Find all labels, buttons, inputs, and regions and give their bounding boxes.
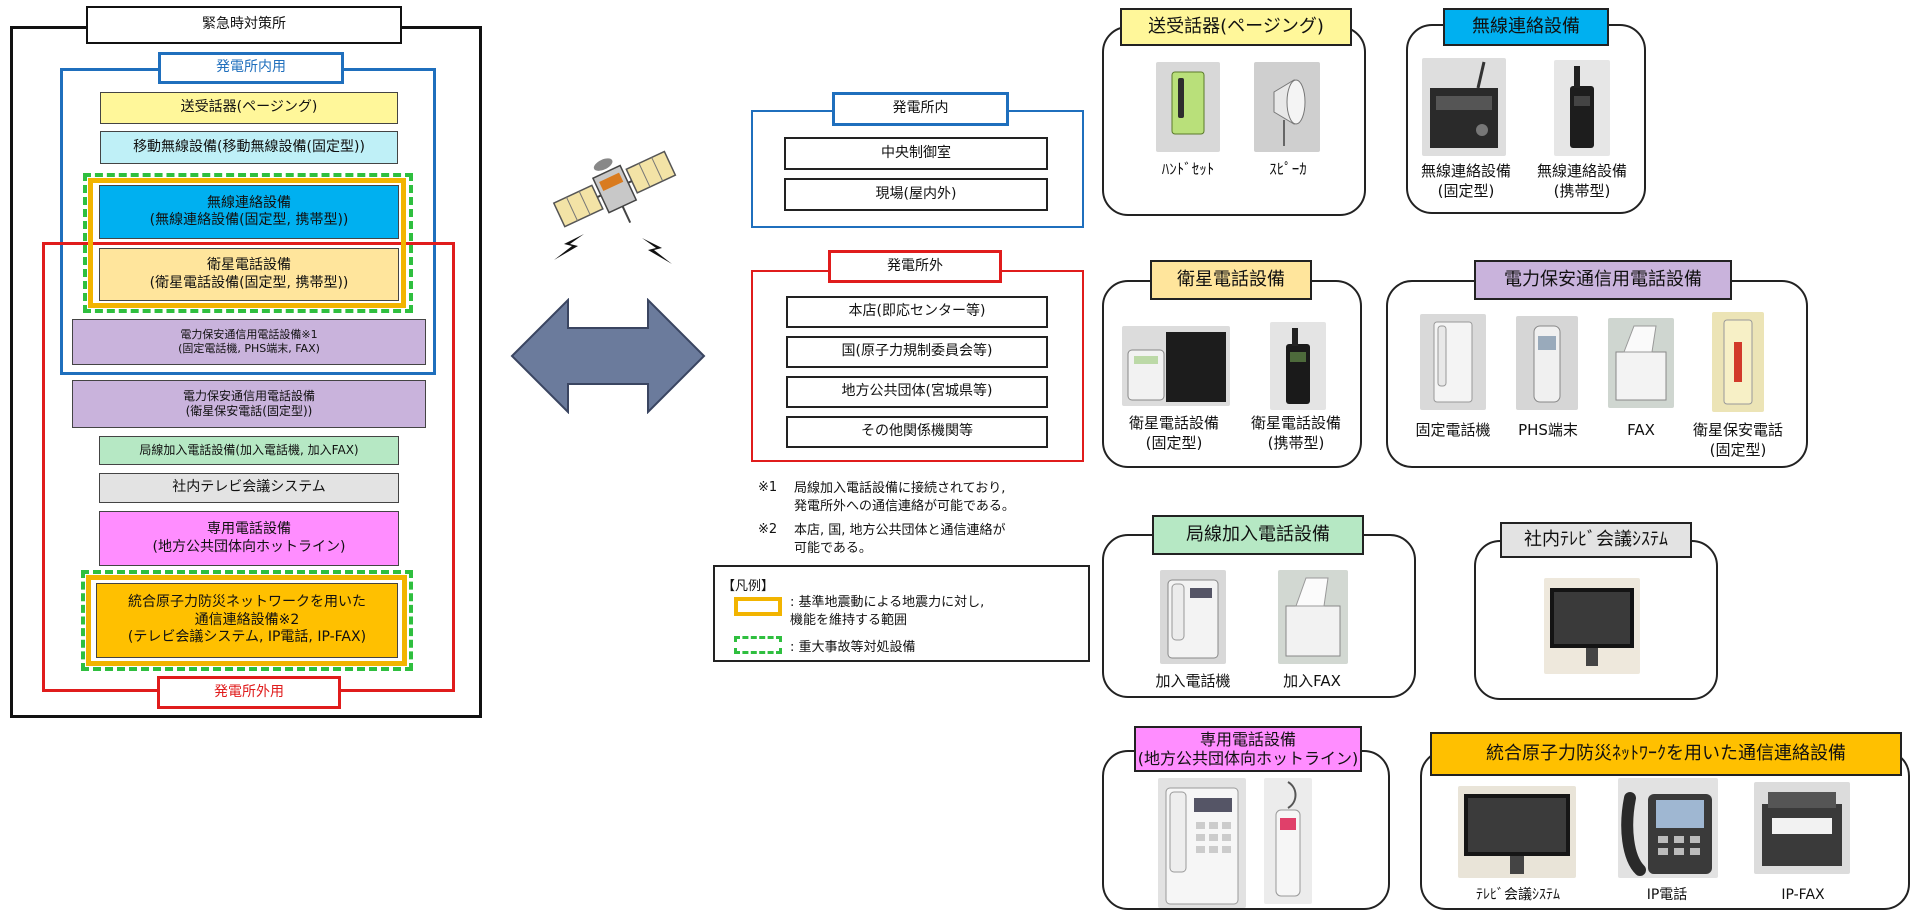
location-other-agencies: その他関係機関等 — [786, 416, 1048, 448]
integrated-tv-conference-photo — [1458, 786, 1576, 878]
left-item-tv-conference: 社内テレビ会議システム — [99, 473, 399, 503]
left-item-radio: 無線連絡設備 (無線連絡設備(固定型, 携帯型)) — [99, 185, 399, 239]
panel-integrated-title: 統合原子力防災ﾈｯﾄﾜｰｸを用いた通信連絡設備 — [1430, 732, 1902, 776]
outside-plant-title: 発電所外 — [828, 250, 1002, 283]
ip-phone-photo — [1618, 778, 1718, 878]
panel-paging-title: 送受話器(ページング) — [1120, 8, 1352, 46]
panel-dedicated-title: 専用電話設備 (地方公共団体向ホットライン) — [1134, 726, 1362, 772]
radio-fixed-photo — [1422, 58, 1506, 156]
left-item-dedicated: 専用電話設備 (地方公共団体向ホットライン) — [99, 511, 399, 566]
subscriber-phone-photo — [1160, 570, 1226, 664]
note-1-mark: ※1 — [758, 480, 778, 495]
legend-yellow-text: : 基準地震動による地震力に対し, 機能を維持する範囲 — [790, 595, 985, 629]
caption-ip-fax: IP-FAX — [1781, 887, 1825, 903]
note-2-text: 本店, 国, 地方公共団体と通信連絡が 可能である。 — [794, 523, 1006, 557]
outside-use-label: 発電所外用 — [157, 676, 341, 709]
caption-satellite-security-phone: 衛星保安電話 (固定型) — [1692, 421, 1783, 459]
caption-fax: FAX — [1627, 421, 1655, 439]
panel-paging — [1102, 26, 1366, 216]
caption-satellite-portable: 衛星電話設備 (携帯型) — [1250, 414, 1341, 452]
caption-ip-phone: IP電話 — [1646, 887, 1688, 903]
panel-subscriber — [1102, 534, 1416, 698]
panel-dedicated — [1102, 750, 1390, 910]
caption-phs: PHS端末 — [1518, 421, 1578, 439]
seismic-scope-frame-1 — [88, 178, 406, 308]
dedicated-phone-photo — [1158, 778, 1246, 908]
left-item-paging: 送受話器(ページング) — [100, 92, 398, 124]
caption-speaker: ｽﾋﾟｰｶ — [1269, 160, 1307, 178]
location-local-government: 地方公共団体(宮城県等) — [786, 376, 1048, 408]
subscriber-fax-photo — [1278, 570, 1348, 664]
legend-title: 【凡例】 — [722, 579, 775, 594]
caption-fixed-phone: 固定電話機 — [1415, 421, 1491, 439]
left-item-satellite: 衛星電話設備 (衛星電話設備(固定型, 携帯型)) — [99, 248, 399, 301]
satellite-phone-portable-photo — [1270, 322, 1326, 410]
sa-equipment-frame-2 — [81, 570, 413, 671]
caption-handset: ﾊﾝﾄﾞｾｯﾄ — [1161, 160, 1215, 178]
panel-tv-conference-title: 社内ﾃﾚﾋﾞ会議ｼｽﾃﾑ — [1500, 522, 1692, 558]
inside-use-label: 発電所内用 — [158, 52, 344, 84]
legend-yellow-label: 基準地震動による地震力に対し, 機能を維持する範囲 — [790, 595, 985, 629]
fixed-phone-photo — [1420, 314, 1486, 410]
satellite-phone-fixed-photo — [1122, 326, 1230, 406]
satellite-security-phone-photo — [1712, 312, 1764, 412]
ip-fax-photo — [1754, 782, 1850, 874]
left-item-power-comm-2: 電力保安通信用電話設備 (衛星保安電話(固定型)) — [72, 380, 426, 428]
legend-yellow-swatch — [734, 597, 782, 616]
caption-satellite-fixed: 衛星電話設備 (固定型) — [1128, 414, 1219, 452]
signal-bolt-right-icon — [642, 238, 672, 264]
seismic-scope-frame-2 — [86, 575, 407, 666]
location-central-control-room: 中央制御室 — [784, 137, 1048, 170]
caption-integrated-tv-conference: ﾃﾚﾋﾞ会議ｼｽﾃﾑ — [1476, 887, 1560, 903]
signal-bolt-left-icon — [554, 234, 584, 260]
left-item-power-comm-1: 電力保安通信用電話設備※1 (固定電話機, PHS端末, FAX) — [72, 319, 426, 365]
left-item-subscriber: 局線加入電話設備(加入電話機, 加入FAX) — [99, 436, 399, 465]
caption-subscriber-phone: 加入電話機 — [1155, 672, 1231, 690]
panel-power-comm-title: 電力保安通信用電話設備 — [1474, 260, 1732, 300]
caption-radio-fixed: 無線連絡設備 (固定型) — [1420, 162, 1511, 200]
emergency-center-title: 緊急時対策所 — [86, 6, 402, 44]
fax-photo — [1608, 318, 1674, 408]
tv-conference-photo — [1544, 578, 1640, 674]
legend-green-label: 重大事故等対処設備 — [798, 640, 916, 655]
legend-green-text: : 重大事故等対処設備 — [790, 640, 916, 655]
legend-green-swatch — [734, 636, 782, 654]
inside-plant-title: 発電所内 — [832, 92, 1009, 126]
handset-photo — [1156, 62, 1220, 152]
note-2-mark: ※2 — [758, 522, 778, 537]
panel-satellite-title: 衛星電話設備 — [1150, 260, 1312, 300]
double-arrow-icon — [510, 298, 706, 414]
caption-subscriber-fax: 加入FAX — [1283, 672, 1341, 690]
left-item-integrated: 統合原子力防災ネットワークを用いた 通信連絡設備※2 (テレビ会議システム, I… — [96, 583, 398, 658]
left-item-mobile-radio: 移動無線設備(移動無線設備(固定型)) — [100, 131, 398, 164]
location-head-office: 本店(即応センター等) — [786, 296, 1048, 328]
panel-subscriber-title: 局線加入電話設備 — [1152, 515, 1364, 555]
speaker-photo — [1254, 62, 1320, 152]
location-field: 現場(屋内外) — [784, 178, 1048, 211]
radio-portable-photo — [1554, 60, 1610, 156]
location-government: 国(原子力規制委員会等) — [786, 336, 1048, 368]
sa-equipment-frame-1 — [83, 173, 413, 313]
note-1-text: 局線加入電話設備に接続されており, 発電所外への通信連絡が可能である。 — [794, 481, 1015, 515]
caption-radio-portable: 無線連絡設備 (携帯型) — [1536, 162, 1627, 200]
phs-photo — [1516, 316, 1578, 410]
dedicated-mobile-photo — [1264, 778, 1312, 904]
panel-radio-title: 無線連絡設備 — [1443, 8, 1609, 46]
satellite-icon — [552, 150, 677, 228]
